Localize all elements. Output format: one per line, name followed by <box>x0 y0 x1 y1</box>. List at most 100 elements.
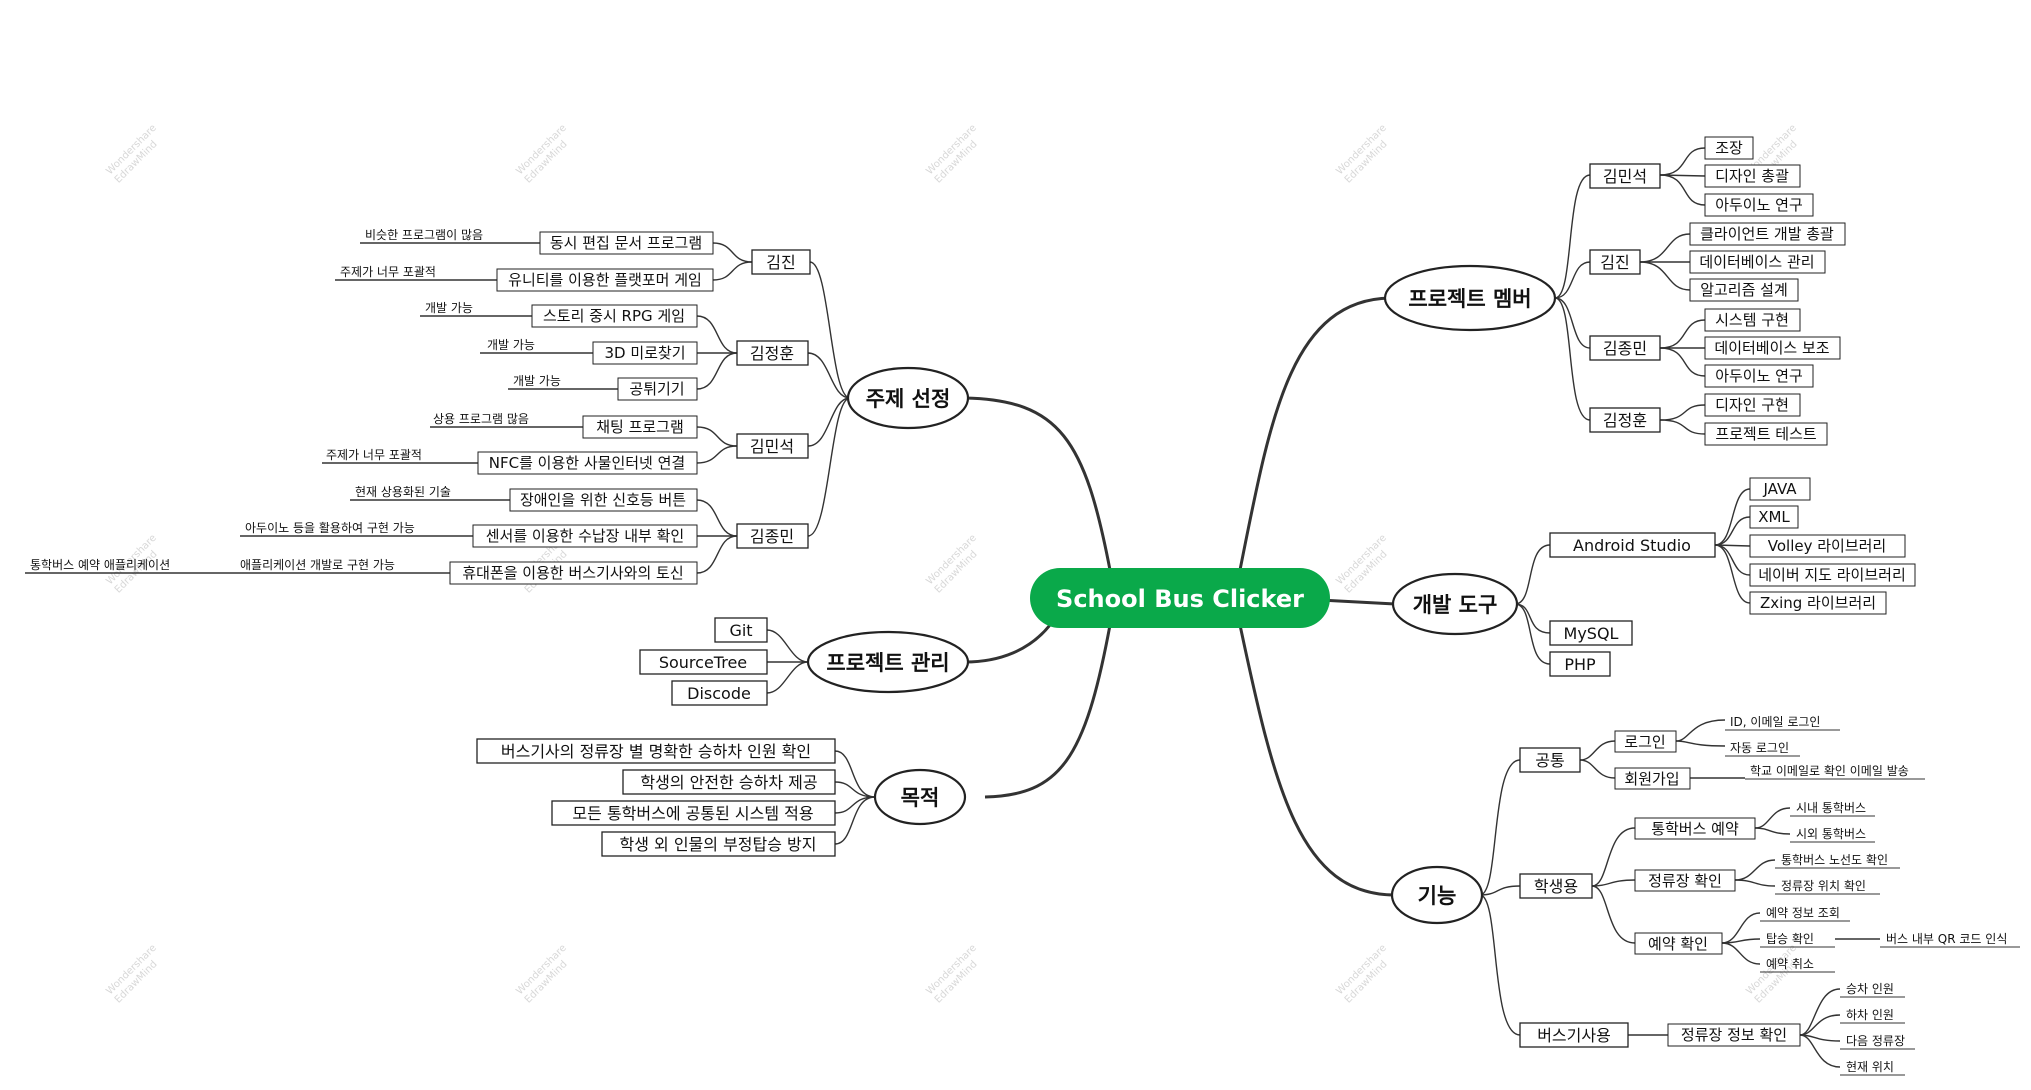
svg-text:스토리 중시 RPG 게임: 스토리 중시 RPG 게임 <box>543 307 685 325</box>
role-node[interactable]: 아두이노 연구 <box>1704 364 1814 388</box>
member-node[interactable]: 김민석 <box>1589 163 1661 189</box>
signup-node[interactable]: 회원가입 <box>1614 767 1691 790</box>
member-node[interactable]: 김진 <box>1589 249 1641 275</box>
member-node[interactable]: 김진 <box>751 249 811 275</box>
role-node[interactable]: 디자인 총괄 <box>1704 164 1801 188</box>
topic-features[interactable]: 기능 <box>1390 865 1484 925</box>
feature-node[interactable]: 학생용 <box>1519 873 1593 899</box>
idea-node[interactable]: 유니티를 이용한 플랫포머 게임 <box>496 268 714 292</box>
topic-label: 프로젝트 멤버 <box>1408 287 1531 311</box>
connector <box>984 624 1112 799</box>
idea-note: 통학버스 예약 애플리케이션 <box>30 557 170 572</box>
leaf-item: 탑승 확인 <box>1760 932 1835 948</box>
purpose-node[interactable]: 모든 통학버스에 공통된 시스템 적용 <box>551 800 836 826</box>
svg-text:조장: 조장 <box>1715 139 1743 157</box>
idea-node[interactable]: 센서를 이용한 수납장 내부 확인 <box>472 524 698 548</box>
svg-text:디자인 총괄: 디자인 총괄 <box>1715 167 1789 185</box>
driver-group[interactable]: 정류장 정보 확인 <box>1667 1023 1801 1047</box>
purpose-node[interactable]: 학생 외 인물의 부정탑승 방지 <box>601 831 836 857</box>
tool-node[interactable]: PHP <box>1549 651 1611 677</box>
topic-dev-tools[interactable]: 개발 도구 <box>1391 572 1519 636</box>
role-node[interactable]: 데이터베이스 관리 <box>1689 250 1826 274</box>
connector <box>1659 147 1706 176</box>
purpose-node[interactable]: 버스기사의 정류장 별 명확한 승하차 인원 확인 <box>476 738 836 764</box>
svg-text:통학버스 노선도 확인: 통학버스 노선도 확인 <box>1781 853 1888 867</box>
student-group[interactable]: 통학버스 예약 <box>1634 817 1756 840</box>
topic-purpose[interactable]: 목적 <box>873 768 967 826</box>
role-node[interactable]: 알고리즘 설계 <box>1689 278 1799 302</box>
idea-node[interactable]: 공튀기기 <box>617 377 698 401</box>
member-node[interactable]: 김종민 <box>736 523 809 549</box>
student-group[interactable]: 정류장 확인 <box>1634 869 1736 892</box>
role-node[interactable]: 시스템 구현 <box>1704 308 1801 332</box>
idea-node[interactable]: 채팅 프로그램 <box>582 415 698 439</box>
topic-project-management[interactable]: 프로젝트 관리 <box>806 630 970 694</box>
feature-node[interactable]: 공통 <box>1519 747 1581 773</box>
connector <box>834 796 876 814</box>
pm-tool-node[interactable]: Git <box>714 617 768 643</box>
role-node[interactable]: 아두이노 연구 <box>1704 193 1814 217</box>
role-node[interactable]: 데이터베이스 보조 <box>1704 336 1841 360</box>
topic-selection[interactable]: 주제 선정 <box>846 366 970 430</box>
purpose-node[interactable]: 학생의 안전한 승하차 제공 <box>622 769 836 795</box>
connector-lines <box>25 147 1880 1068</box>
svg-text:김민석: 김민석 <box>750 437 794 456</box>
connector <box>1514 603 1551 634</box>
svg-text:로그인: 로그인 <box>1624 733 1665 751</box>
student-group[interactable]: 예약 확인 <box>1634 932 1723 955</box>
library-node[interactable]: XML <box>1749 505 1799 529</box>
svg-text:클라이언트 개발 총괄: 클라이언트 개발 총괄 <box>1700 225 1834 243</box>
role-node[interactable]: 조장 <box>1704 136 1754 160</box>
idea-node[interactable]: 휴대폰을 이용한 버스기사와의 토신 <box>449 561 698 585</box>
connector <box>1754 827 1791 835</box>
tool-node[interactable]: Android Studio <box>1549 532 1716 558</box>
library-node[interactable]: 네이버 지도 라이브러리 <box>1749 563 1916 587</box>
connector <box>1554 297 1591 421</box>
svg-text:PHP: PHP <box>1564 655 1596 674</box>
member-node[interactable]: 김정훈 <box>1589 407 1661 433</box>
role-node[interactable]: 디자인 구현 <box>1704 393 1801 417</box>
svg-text:Git: Git <box>729 621 752 640</box>
role-node[interactable]: 프로젝트 테스트 <box>1704 422 1828 446</box>
member-name: 김민석 <box>1603 167 1647 186</box>
library-node[interactable]: Zxing 라이브러리 <box>1749 591 1887 615</box>
connector <box>807 352 851 399</box>
library-node[interactable]: Volley 라이브러리 <box>1749 534 1906 558</box>
role-node[interactable]: 클라이언트 개발 총괄 <box>1689 222 1846 246</box>
pm-tool-node[interactable]: Discode <box>671 680 768 706</box>
idea-node[interactable]: NFC를 이용한 사물인터넷 연결 <box>477 451 698 475</box>
svg-text:학생용: 학생용 <box>1534 877 1578 896</box>
member-node[interactable]: 김민석 <box>736 433 809 459</box>
connector <box>1514 544 1551 605</box>
connector <box>807 397 851 447</box>
idea-node[interactable]: 동시 편집 문서 프로그램 <box>539 231 714 255</box>
svg-text:데이터베이스 보조: 데이터베이스 보조 <box>1714 339 1829 357</box>
idea-node[interactable]: 장애인을 위한 신호등 버튼 <box>509 488 698 512</box>
member-node[interactable]: 김정훈 <box>736 340 809 366</box>
connector <box>809 261 851 399</box>
topic-label: 기능 <box>1418 884 1457 908</box>
idea-node[interactable]: 3D 미로찾기 <box>592 341 698 365</box>
library-node[interactable]: JAVA <box>1749 477 1811 501</box>
topic-project-members[interactable]: 프로젝트 멤버 <box>1383 264 1557 332</box>
svg-text:디자인 구현: 디자인 구현 <box>1715 396 1789 414</box>
svg-text:시스템 구현: 시스템 구현 <box>1715 311 1789 329</box>
idea-note: 현재 상용화된 기술 <box>355 485 451 499</box>
tool-node[interactable]: MySQL <box>1549 620 1633 646</box>
feature-node[interactable]: 버스기사용 <box>1519 1022 1629 1048</box>
pm-tool-node[interactable]: SourceTree <box>639 649 768 675</box>
member-name: 김종민 <box>1603 339 1647 358</box>
login-node[interactable]: 로그인 <box>1614 730 1677 753</box>
member-node[interactable]: 김종민 <box>1589 335 1661 361</box>
connector <box>696 315 738 354</box>
connector <box>1675 719 1726 742</box>
idea-node[interactable]: 스토리 중시 RPG 게임 <box>531 304 698 328</box>
svg-text:공통: 공통 <box>1535 751 1564 770</box>
center-node[interactable]: School Bus Clicker <box>1030 568 1330 628</box>
connector <box>1721 938 1761 944</box>
